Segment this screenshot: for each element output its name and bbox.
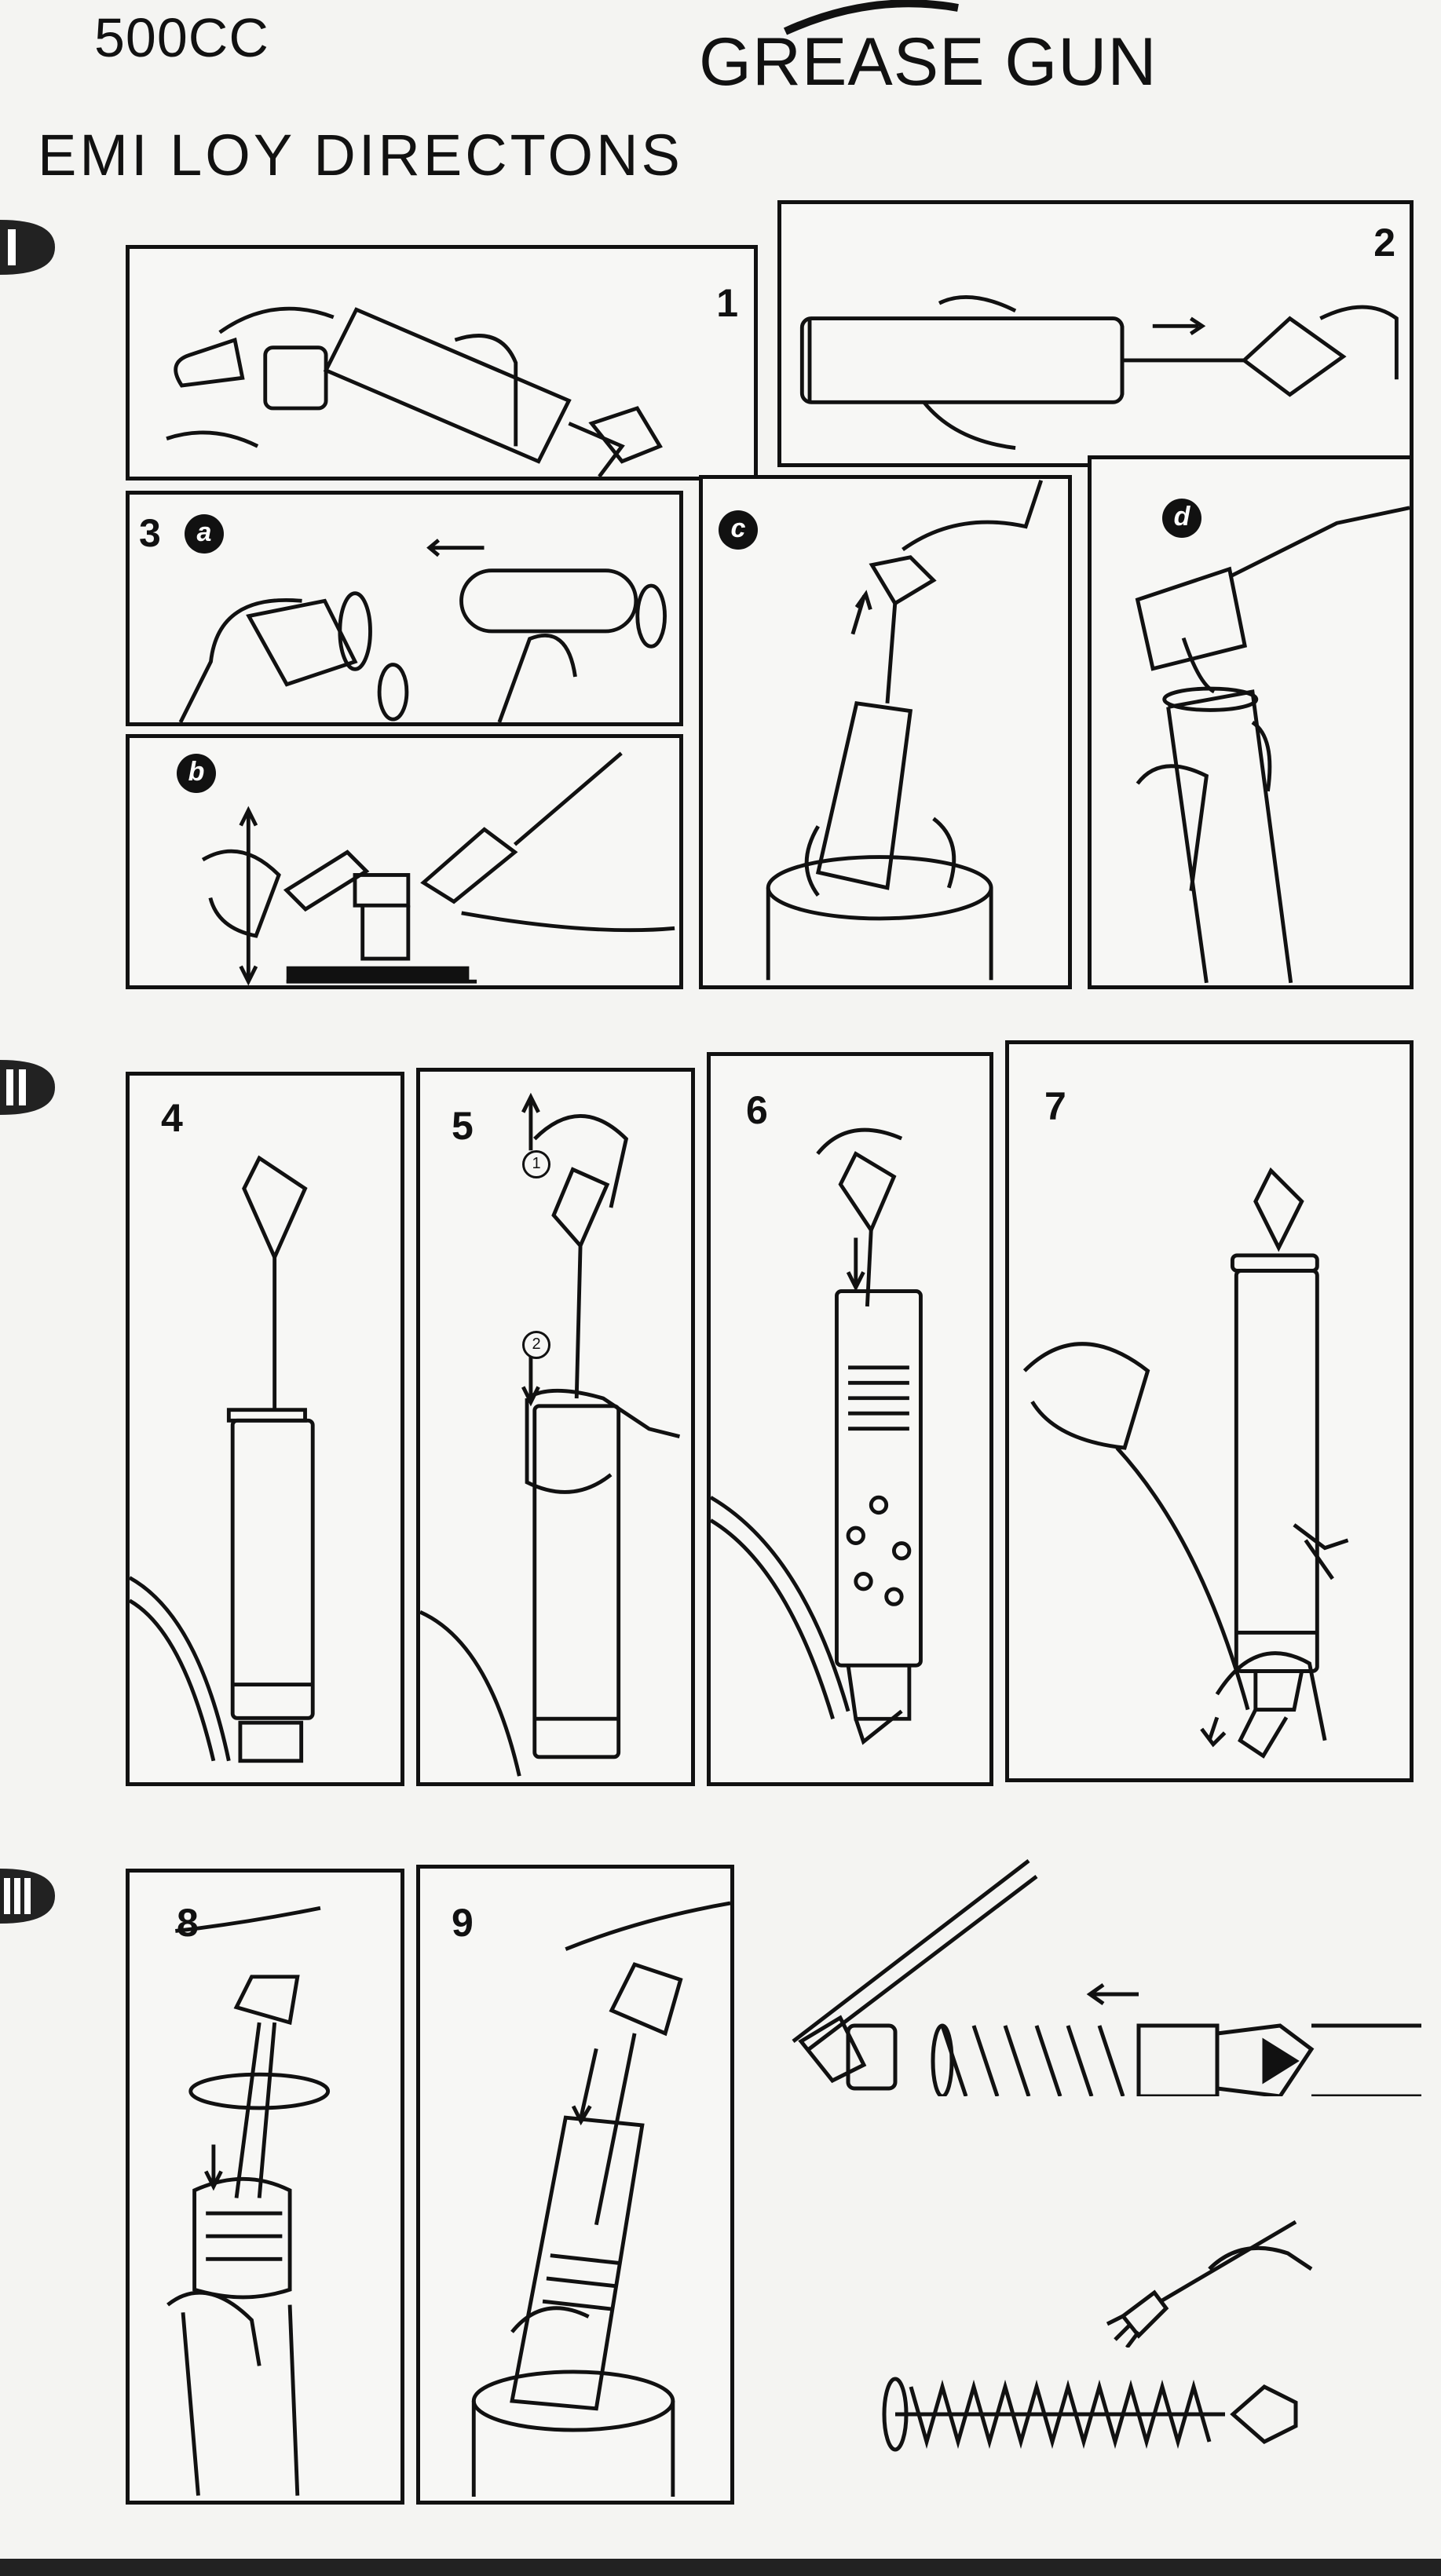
step-3c-illustration [703,479,1068,985]
step-3b-panel: b [126,734,683,989]
section-marker-3 [0,1861,55,1931]
plunger-spring-illustration [872,2355,1304,2473]
step-5-panel: 5 1 2 [416,1068,695,1786]
step-7-panel: 7 [1005,1040,1414,1782]
step-6-illustration [711,1056,989,1782]
step-8-illustration [130,1873,400,2501]
step-4-panel: 4 [126,1072,404,1786]
disassembly-illustration [777,1845,1421,2096]
step-6-panel: 6 [707,1052,993,1786]
step-1-illustration [130,249,754,477]
step-3d-illustration [1092,459,1410,985]
page-subtitle: EMI LOY DIRECTONS [38,122,683,188]
section-marker-1 [0,212,55,283]
step-3d-panel: d [1088,455,1414,989]
step-2-illustration [781,204,1410,463]
model-label: 500CC [94,6,269,69]
step-3c-panel: c [699,475,1072,989]
step-9-panel: 9 [416,1865,734,2505]
step-4-illustration [130,1076,400,1782]
step-1-panel: 1 [126,245,758,480]
brush-illustration [1092,2206,1327,2348]
bottom-border [0,2559,1441,2576]
step-9-illustration [420,1869,730,2501]
step-3b-illustration [130,738,679,985]
step-5-illustration [420,1072,691,1782]
step-7-illustration [1009,1044,1410,1778]
header-swoosh [777,0,966,39]
step-3a-panel: 3 a [126,491,683,726]
section-marker-2 [0,1052,55,1123]
step-3a-illustration [130,495,679,722]
step-8-panel: 8 [126,1869,404,2505]
step-2-panel: 2 [777,200,1414,467]
